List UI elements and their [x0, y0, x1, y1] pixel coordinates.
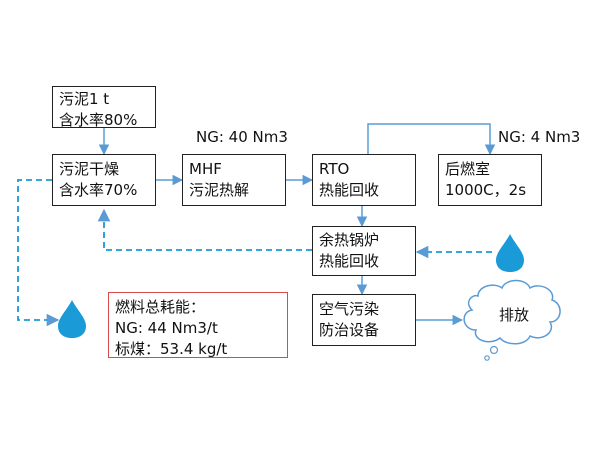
fuel-coal: 标煤：53.4 kg/t: [115, 340, 228, 358]
boiler-subtitle: 热能回收: [319, 252, 380, 270]
water-drop-icon: [496, 234, 524, 272]
dryer-moisture: 含水率70%: [59, 181, 138, 199]
arrow-dryer-to-water: [17, 179, 60, 327]
fuel-ng: NG: 44 Nm3/t: [115, 319, 218, 337]
rto-box: RTO 热能回收: [312, 154, 416, 206]
sludge-input-box: 污泥1 t 含水率80%: [52, 86, 156, 129]
air-pollution-control-box: 空气污染 防治设备: [312, 294, 416, 346]
mhf-box: MHF 污泥热解: [182, 154, 286, 206]
mhf-subtitle: 污泥热解: [189, 181, 250, 199]
sludge-amount: 污泥1 t: [59, 90, 110, 108]
sludge-dryer-box: 污泥干燥 含水率70%: [52, 154, 156, 206]
post-combustion-condition: 1000C，2s: [445, 181, 527, 199]
rto-subtitle: 热能回收: [319, 181, 380, 199]
ng-post-combustion-label: NG: 4 Nm3: [498, 128, 581, 146]
cloud-tail-icon: [484, 355, 490, 361]
apc-title: 空气污染: [319, 300, 380, 318]
mhf-title: MHF: [189, 160, 222, 178]
post-combustion-title: 后燃室: [445, 160, 491, 178]
boiler-title: 余热锅炉: [319, 231, 380, 249]
arrow-rto-to-post-combustion: [367, 123, 496, 156]
exhaust-label: 排放: [499, 306, 530, 324]
waste-heat-boiler-box: 余热锅炉 热能回收: [312, 226, 416, 276]
water-drop-icon: [58, 300, 86, 338]
fuel-consumption-box: 燃料总耗能： NG: 44 Nm3/t 标煤：53.4 kg/t: [108, 292, 288, 358]
fuel-title: 燃料总耗能：: [115, 298, 206, 316]
arrow-boiler-heat-to-dryer: [97, 208, 312, 251]
post-combustion-box: 后燃室 1000C，2s: [438, 154, 542, 206]
cloud-icon: [463, 279, 561, 345]
ng-mhf-label: NG: 40 Nm3: [196, 128, 288, 146]
rto-title: RTO: [319, 160, 350, 178]
sludge-moisture: 含水率80%: [59, 111, 138, 129]
apc-subtitle: 防治设备: [319, 321, 380, 339]
dryer-title: 污泥干燥: [59, 160, 120, 178]
cloud-tail-icon: [489, 345, 499, 355]
